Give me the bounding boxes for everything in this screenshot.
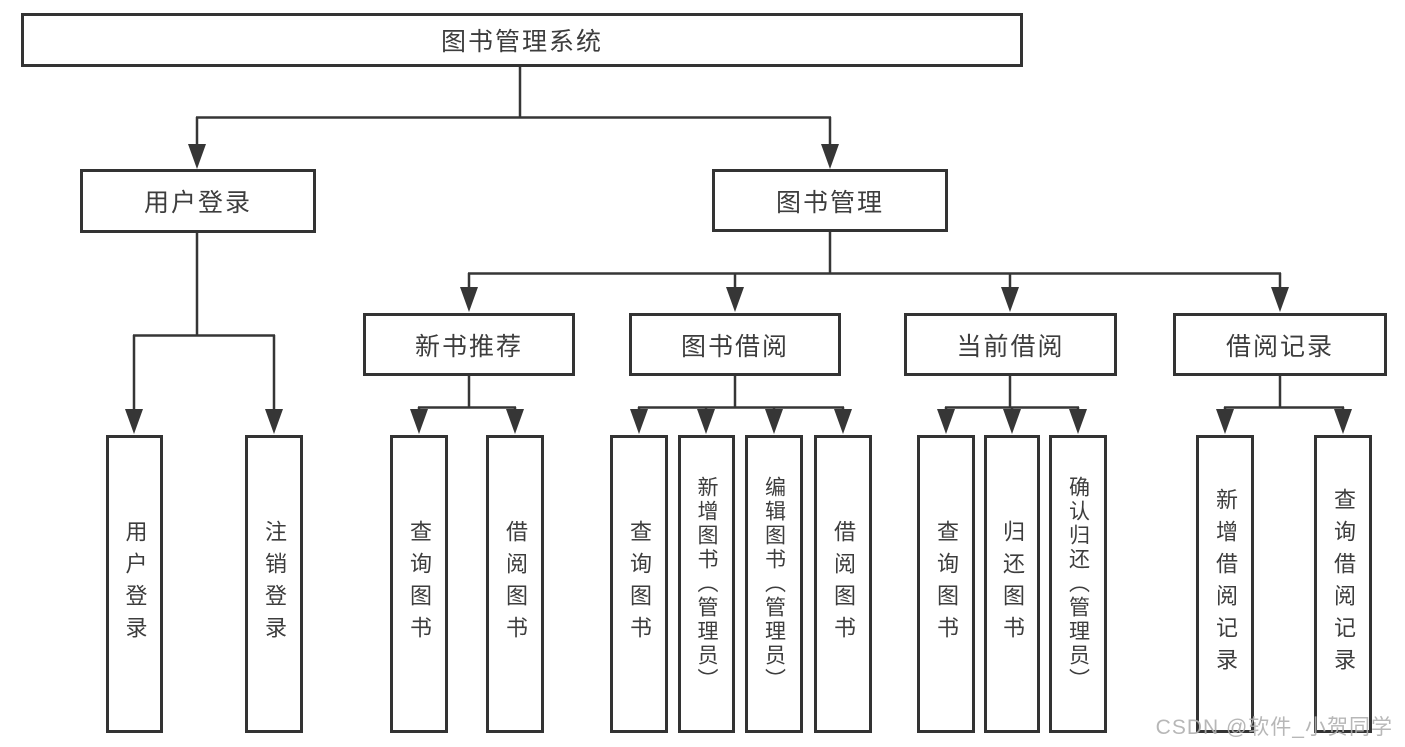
node-root-label: 图书管理系统	[440, 28, 603, 56]
node-current-borrow-label: 当前借阅	[956, 332, 1065, 361]
leaf-bookborrow-add-label: 新增图书（管理员）	[695, 476, 718, 692]
node-current-borrow: 当前借阅	[904, 313, 1117, 376]
leaf-bookborrow-edit-label: 编辑图书（管理员）	[762, 476, 786, 692]
node-book-borrow-label: 图书借阅	[680, 332, 789, 361]
leaf-newbook-borrow: 借阅图书	[486, 435, 544, 733]
leaf-bookborrow-borrow-label: 借阅图书	[831, 520, 856, 648]
leaf-newbook-query: 查询图书	[390, 435, 448, 733]
node-book-borrow: 图书借阅	[629, 313, 841, 376]
node-root: 图书管理系统	[21, 13, 1023, 67]
leaf-bookborrow-borrow: 借阅图书	[814, 435, 872, 733]
leaf-bookborrow-query: 查询图书	[610, 435, 668, 733]
leaf-current-confirm-label: 确认归还（管理员）	[1066, 476, 1090, 692]
leaf-current-query: 查询图书	[917, 435, 975, 733]
leaf-user-login-label: 用户登录	[122, 520, 148, 648]
leaf-current-query-label: 查询图书	[934, 520, 959, 648]
leaf-records-add: 新增借阅记录	[1196, 435, 1254, 733]
node-borrow-records: 借阅记录	[1173, 313, 1387, 376]
node-user-login-label: 用户登录	[143, 189, 252, 217]
csdn-watermark: CSDN @软件_小贺同学	[1155, 716, 1393, 739]
leaf-current-return: 归还图书	[984, 435, 1040, 733]
leaf-bookborrow-edit: 编辑图书（管理员）	[745, 435, 803, 733]
node-book-management-label: 图书管理	[775, 188, 884, 217]
node-borrow-records-label: 借阅记录	[1225, 332, 1334, 361]
leaf-logout: 注销登录	[245, 435, 303, 733]
leaf-bookborrow-add: 新增图书（管理员）	[678, 435, 735, 733]
arrowheads	[125, 144, 1352, 434]
node-user-login: 用户登录	[80, 169, 316, 233]
node-book-management: 图书管理	[712, 169, 948, 232]
leaf-user-login: 用户登录	[106, 435, 163, 733]
node-new-book-recommend: 新书推荐	[363, 313, 575, 376]
node-new-book-recommend-label: 新书推荐	[414, 332, 523, 361]
leaf-records-query-label: 查询借阅记录	[1331, 488, 1356, 680]
leaf-current-confirm: 确认归还（管理员）	[1049, 435, 1107, 733]
leaf-current-return-label: 归还图书	[1000, 520, 1025, 648]
leaf-newbook-query-label: 查询图书	[407, 520, 432, 648]
leaf-records-add-label: 新增借阅记录	[1213, 488, 1238, 680]
leaf-newbook-borrow-label: 借阅图书	[503, 520, 528, 648]
leaf-records-query: 查询借阅记录	[1314, 435, 1372, 733]
leaf-bookborrow-query-label: 查询图书	[627, 520, 652, 648]
leaf-logout-label: 注销登录	[262, 520, 287, 648]
